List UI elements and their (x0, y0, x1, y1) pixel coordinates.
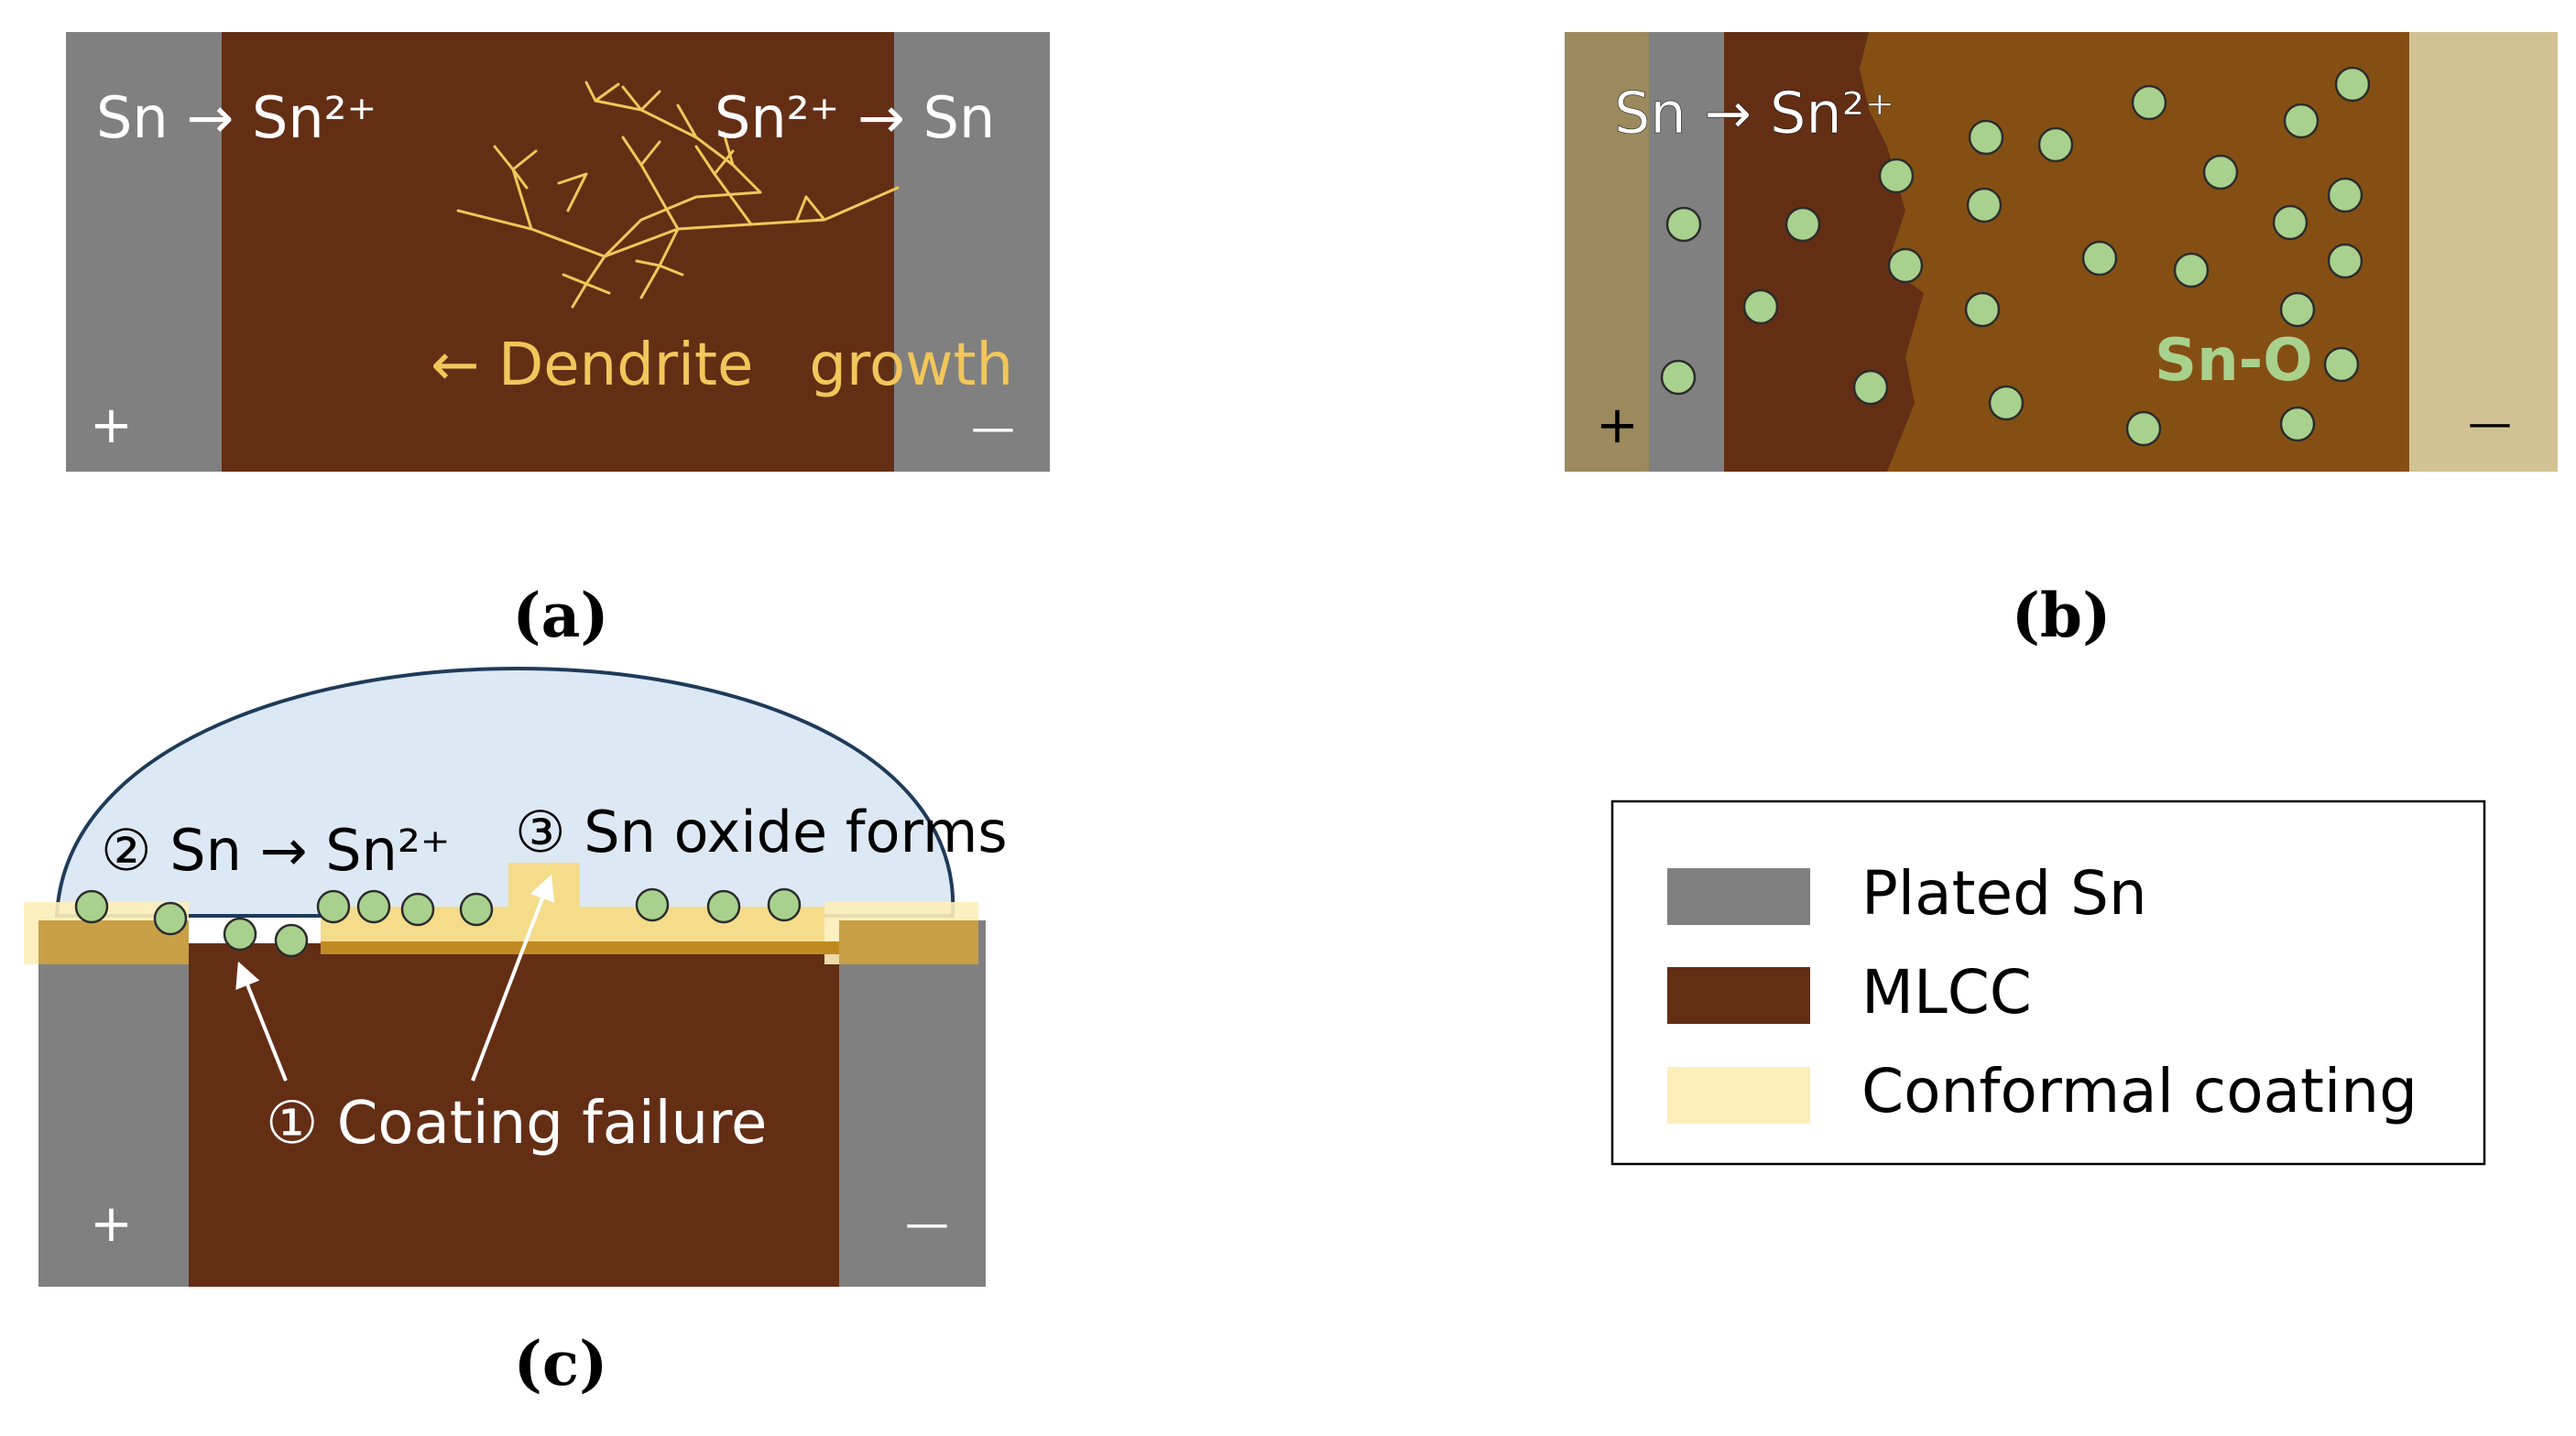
panel-b-right-coating (2409, 32, 2558, 472)
panel-a-dendrite-label: ← Dendrite growth (431, 332, 1013, 399)
panel-c-plus: + (90, 1194, 133, 1254)
panel-c-oxide-particles (74, 887, 802, 958)
panel-a-left-reaction: Sn → Sn²⁺ (96, 84, 377, 151)
panel-b-plus: + (1596, 396, 1639, 455)
panel-b-minus: — (2468, 397, 2512, 449)
legend-label-mlcc: MLCC (1861, 957, 2032, 1028)
legend-label-coating: Conformal coating (1861, 1056, 2418, 1126)
panel-a-left-electrode (66, 32, 222, 472)
panel-b-oxide-label: Sn-O (2155, 327, 2313, 395)
panel-b-left-coating (1565, 32, 1649, 472)
panel-c-left-electrode (38, 920, 189, 1287)
legend-swatch-mlcc (1667, 967, 1810, 1024)
panel-a-right-electrode (894, 32, 1050, 472)
legend-swatch-plated-sn (1667, 868, 1810, 925)
panel-c-step1: ① Coating failure (266, 1090, 767, 1158)
legend-swatch-coating (1667, 1067, 1810, 1124)
panel-c-caption: (c) (514, 1328, 608, 1399)
panel-c-arrow-oxide (471, 874, 555, 1082)
panel-b: Sn → Sn²⁺ Sn-O + — (b) (1565, 32, 2558, 651)
panel-a: Sn → Sn²⁺ Sn²⁺ → Sn ← Dendrite growth + … (66, 32, 1050, 651)
panel-a-caption: (a) (512, 580, 608, 651)
panel-c-step2: ② Sn → Sn²⁺ (101, 817, 451, 884)
panel-c-minus: — (905, 1198, 949, 1249)
panel-c-step3: ③ Sn oxide forms (515, 799, 1008, 865)
legend-label-plated-sn: Plated Sn (1861, 858, 2147, 929)
panel-b-oxide-particles (1660, 66, 2371, 447)
panel-c-mlcc-body (189, 943, 839, 1287)
panel-a-minus: — (971, 402, 1015, 453)
panel-b-caption: (b) (2012, 580, 2112, 651)
panel-c-right-electrode (839, 920, 986, 1287)
panel-a-plus: + (90, 396, 133, 455)
panel-a-mlcc-body (222, 32, 894, 472)
panel-a-right-reaction: Sn²⁺ → Sn (715, 84, 995, 151)
dendrite-icon (456, 81, 900, 309)
panel-b-left-electrode (1649, 32, 1724, 472)
legend: Plated Sn MLCC Conformal coating (1610, 800, 2486, 1166)
panel-c: ② Sn → Sn²⁺ ③ Sn oxide forms ① Coating f… (24, 667, 1008, 1399)
panel-c-arrow-coating-failure (235, 961, 288, 1082)
panel-b-reaction: Sn → Sn²⁺ (1614, 80, 1894, 147)
panel-c-moisture-dome (54, 667, 955, 918)
panel-c-coating-right-cap (839, 920, 978, 964)
panel-c-coating-mid-edge (321, 941, 839, 954)
